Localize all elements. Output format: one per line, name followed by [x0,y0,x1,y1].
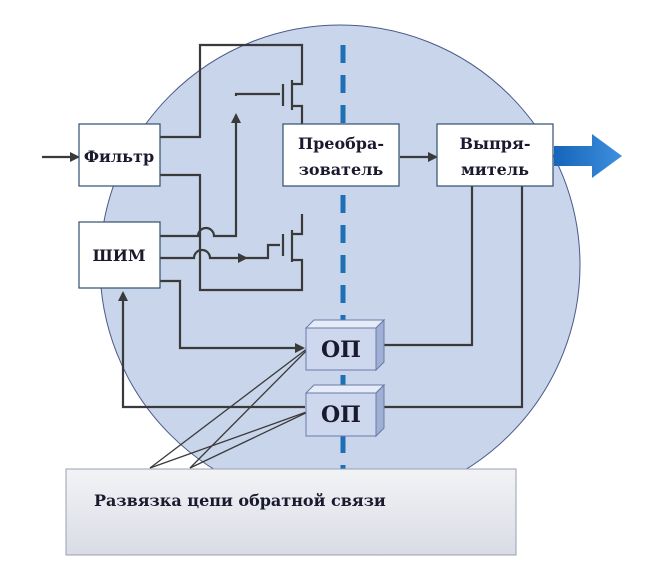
rectifier-to-bottom-op-wire [384,185,524,409]
callout-lines [149,344,313,469]
optocoupler-bottom: ОП [304,383,386,438]
bottom-op-to-pwm-wire [118,291,305,409]
rectifier-to-top-op-wire [384,185,474,347]
note-text: Развязка цепи обратной связи [94,491,386,510]
converter-block [282,123,400,187]
pwm-to-top-op-wire [160,279,305,353]
filter-label: Фильтр [84,147,154,166]
optocoupler-bottom-label: ОП [321,402,361,428]
pwm-label: ШИМ [92,246,145,265]
note-box: Развязка цепи обратной связи [65,468,517,556]
top-gate-drive-wire [234,92,280,96]
output-arrow-icon [554,134,622,178]
optocoupler-top: ОП [304,318,386,372]
converter-label-line2: зователь [299,160,384,179]
filter-to-top-switch-wire [160,43,304,139]
rectifier-label-line1: Выпря- [460,134,531,153]
pwm-to-bottom-gate-wire [160,248,248,263]
filter-block [78,123,161,187]
converter-label-line1: Преобра- [298,134,384,153]
rectifier-block [436,123,554,187]
top-transistor-icon [281,80,304,128]
bottom-gate-drive-wire [246,243,280,260]
pwm-to-top-gate-wire [160,113,241,238]
filter-to-bottom-switch-wire [160,173,304,292]
pwm-block [78,221,161,289]
bottom-transistor-icon [281,214,304,262]
rectifier-label-line2: митель [461,160,529,179]
optocoupler-top-label: ОП [321,337,361,363]
